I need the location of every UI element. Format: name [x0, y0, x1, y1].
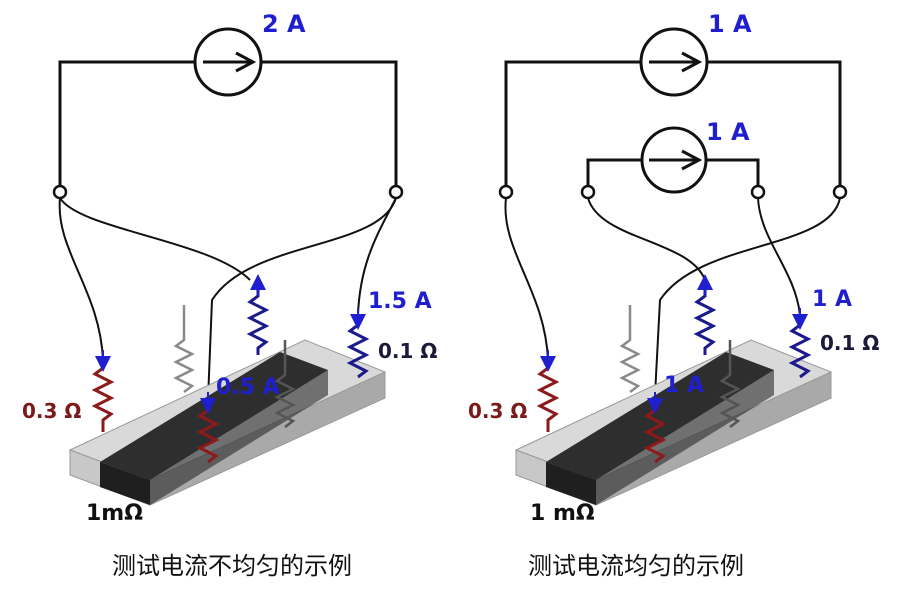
right-resistor-gray-2 — [719, 340, 741, 428]
left-middle-current-label: 0.5 A — [216, 375, 280, 400]
right-source-wire — [504, 60, 640, 190]
left-resistor-gray-1 — [173, 305, 195, 393]
right-shunt — [514, 339, 833, 506]
left-lead-2 — [59, 197, 251, 281]
left-source-wire — [58, 60, 195, 190]
right-lead-3 — [654, 197, 841, 396]
right-right-current-label: 1 A — [812, 287, 852, 312]
right-lead-2 — [587, 197, 706, 281]
left-shunt — [68, 339, 387, 506]
left-source-wire-right — [262, 60, 398, 190]
right-inner-wire-right — [706, 158, 760, 190]
left-diagram: 2 A 1.5 A 0.1 Ω 0.5 — [22, 10, 437, 526]
right-diagram: 1 A 1 A — [468, 10, 879, 526]
right-resistor-gray-1 — [619, 305, 641, 393]
left-resistor-gray-2 — [274, 340, 296, 428]
left-right-current-label: 1.5 A — [368, 289, 432, 314]
left-source-current-label: 2 A — [262, 10, 306, 38]
right-caption: 测试电流均匀的示例 — [528, 552, 744, 580]
left-caption: 测试电流不均匀的示例 — [112, 552, 352, 580]
right-lead-1 — [504, 197, 549, 361]
left-right-resistor-label: 0.1 Ω — [378, 339, 437, 363]
left-resistor-red — [91, 362, 115, 432]
current-source-icon — [640, 126, 708, 194]
right-terminal-a — [498, 184, 514, 200]
right-left-resistor-label: 0.3 Ω — [468, 399, 527, 423]
left-left-resistor-label: 0.3 Ω — [22, 399, 81, 423]
left-lead-1 — [58, 197, 104, 361]
right-source-current-top-label: 1 A — [708, 10, 752, 38]
left-lead-3 — [207, 197, 397, 401]
right-terminal-c — [750, 184, 766, 200]
right-terminal-b — [580, 184, 596, 200]
right-source-current-inner-label: 1 A — [706, 118, 750, 146]
right-resistor-red — [536, 362, 560, 432]
left-terminal-a — [52, 184, 68, 200]
right-inner-wire — [586, 158, 642, 190]
right-right-resistor-label: 0.1 Ω — [820, 331, 879, 355]
right-terminal-d — [832, 184, 848, 200]
right-source-wire-right — [708, 60, 842, 190]
left-terminal-b — [388, 184, 404, 200]
current-source-icon — [193, 27, 263, 97]
right-middle-current-label: 1 A — [664, 373, 704, 398]
right-resistor-blue-mid — [693, 290, 717, 355]
left-resistor-blue-mid — [246, 290, 270, 355]
right-shunt-value-label: 1 mΩ — [530, 501, 595, 526]
left-shunt-value-label: 1mΩ — [86, 501, 143, 526]
left-lead-4 — [357, 197, 397, 316]
right-lead-4 — [757, 197, 801, 316]
current-source-icon — [639, 27, 709, 97]
